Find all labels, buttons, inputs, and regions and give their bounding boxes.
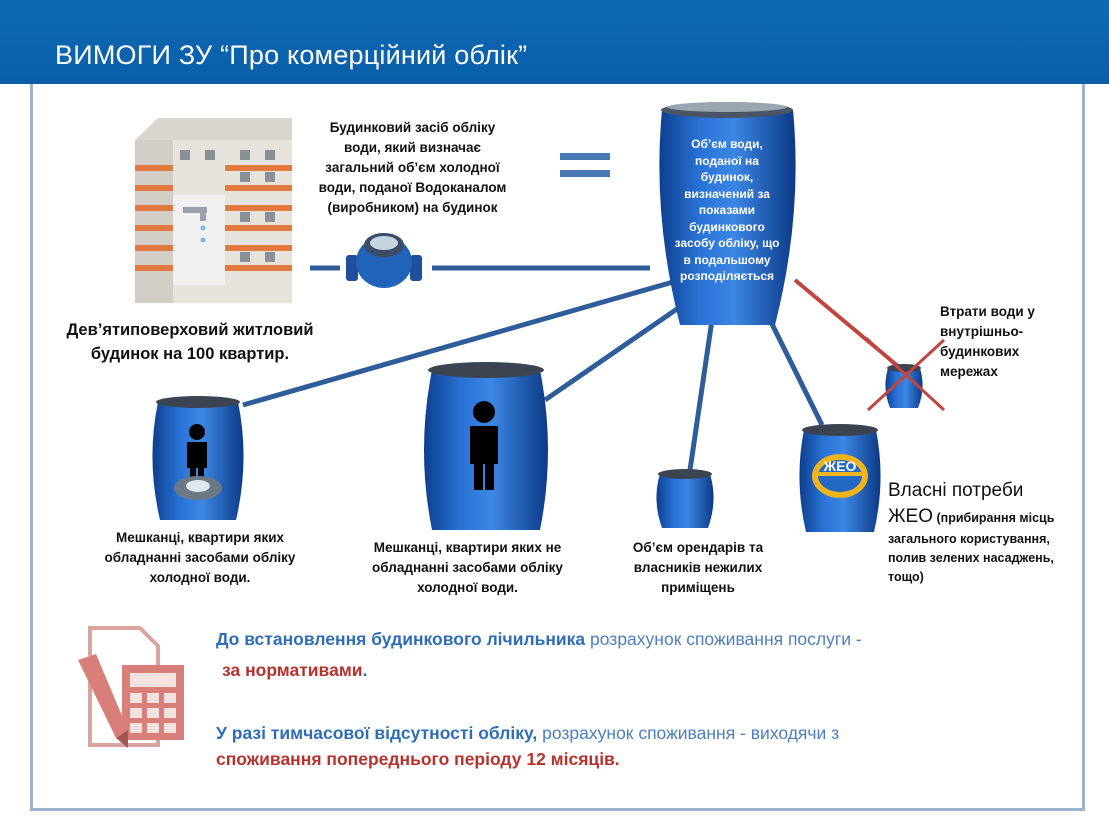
metered-caption-line: Мешканці, квартири яких	[115, 530, 285, 545]
line-to-nonresidential	[687, 319, 715, 471]
paragraph-no-meter: У разі тимчасової відсутності обліку, ро…	[216, 720, 1056, 772]
nonresidential-barrel-icon	[656, 469, 714, 528]
paragraph-line: До встановлення будинкового лічильника р…	[216, 626, 1036, 652]
jeo-caption-rest: (прибирання місць	[936, 511, 1055, 525]
big-barrel-text-line: Об’єм води,	[691, 137, 763, 151]
jeo-logo-text: ЖЕО	[823, 458, 857, 474]
nonresidential-caption-line: власників нежилих	[633, 560, 763, 575]
person-icon	[473, 401, 495, 423]
paragraph-line: У разі тимчасової відсутності обліку, ро…	[216, 720, 1056, 746]
paragraph-before-meter: До встановлення будинкового лічильника р…	[216, 626, 1036, 683]
paragraph-end: .	[362, 660, 368, 680]
highlight-red: споживання попереднього періоду 12 місяц…	[216, 749, 620, 769]
unmetered-barrel-icon	[424, 362, 548, 530]
pen-icon	[78, 654, 128, 738]
unmetered-caption: Мешканці, квартири яких не обладнанні за…	[345, 538, 590, 598]
person-icon	[189, 424, 205, 440]
paragraph-line: за нормативами.	[216, 657, 1036, 683]
meter-caption-line: води, який визначає	[344, 140, 481, 155]
page-title: ВИМОГИ ЗУ “Про комерційний облік”	[55, 40, 528, 70]
building-caption: Дев’ятиповерховий житловий будинок на 10…	[45, 318, 335, 366]
highlight-blue: У разі тимчасової відсутності обліку,	[216, 723, 538, 743]
metered-caption-line: холодної води.	[149, 570, 251, 585]
unmetered-caption-line: холодної води.	[417, 580, 518, 595]
losses-caption-line: будинкових	[940, 344, 1020, 359]
metered-barrel-icon	[152, 396, 244, 520]
unmetered-caption-line: обладнанні засобами обліку	[372, 560, 563, 575]
metered-caption-line: обладнанні засобами обліку	[104, 550, 296, 565]
meter-caption-line: загальний об’єм холодної	[325, 160, 500, 175]
paragraph-text: розрахунок споживання - виходячи з	[537, 723, 840, 743]
jeo-caption: Власні потреби ЖЕО (прибирання місць заг…	[888, 478, 1073, 587]
building-icon	[135, 118, 292, 303]
faucet-icon	[183, 207, 207, 213]
losses-caption-line: мережах	[940, 364, 998, 379]
jeo-caption-line: тощо)	[888, 570, 924, 584]
big-barrel-text: Об’єм води, поданої на будинок, визначен…	[672, 136, 782, 285]
big-barrel-text-line: засобу обліку, що	[674, 236, 780, 250]
building-caption-line: будинок на 100 квартир.	[90, 345, 290, 363]
paragraph-text: розрахунок споживання послуги -	[585, 629, 862, 649]
nonresidential-caption-line: приміщень	[661, 580, 735, 595]
line-to-metered	[242, 277, 681, 408]
line-to-jeo	[767, 318, 825, 427]
jeo-caption-line: загального користування,	[888, 532, 1050, 546]
water-meter-icon	[346, 233, 422, 288]
content-frame	[30, 84, 1085, 811]
equals-icon	[560, 153, 610, 177]
losses-caption-line: Втрати води у	[940, 304, 1035, 319]
losses-barrel-icon	[864, 336, 946, 412]
highlight-blue: До встановлення будинкового лічильника	[216, 629, 586, 649]
highlight-red: за нормативами	[222, 660, 363, 680]
header-bar: ВИМОГИ ЗУ “Про комерційний облік”	[0, 0, 1109, 84]
losses-caption: Втрати води у внутрішньо- будинкових мер…	[940, 302, 1080, 382]
line-to-unmetered	[543, 297, 692, 403]
big-barrel-text-line: поданої на	[695, 153, 759, 168]
metered-caption: Мешканці, квартири яких обладнанні засоб…	[80, 528, 320, 588]
jeo-caption-word: ЖЕО	[888, 506, 933, 527]
meter-caption-line: Будинковий засіб обліку	[329, 120, 496, 135]
big-barrel-text-line: в подальшому	[683, 252, 771, 267]
losses-caption-line: внутрішньо-	[940, 324, 1024, 339]
big-barrel-text-line: будинок,	[700, 170, 754, 184]
meter-caption: Будинковий засіб обліку води, який визна…	[300, 118, 525, 218]
big-barrel-text-line: будинкового	[689, 219, 765, 234]
calculator-icon	[78, 626, 184, 748]
paragraph-line: споживання попереднього періоду 12 місяц…	[216, 746, 1056, 772]
big-barrel-text-line: показами	[698, 203, 756, 217]
jeo-caption-line: ЖЕО (прибирання місць	[888, 504, 1073, 530]
building-caption-line: Дев’ятиповерховий житловий	[66, 321, 314, 339]
unmetered-caption-line: Мешканці, квартири яких не	[373, 540, 562, 555]
nonresidential-caption: Об’єм орендарів та власників нежилих при…	[608, 538, 788, 598]
jeo-caption-title: Власні потреби	[888, 480, 1024, 501]
jeo-barrel-icon: ЖЕО	[799, 424, 881, 532]
nonresidential-caption-line: Об’єм орендарів та	[632, 540, 764, 555]
big-barrel-text-line: визначений за	[684, 186, 770, 201]
big-barrel-icon	[659, 102, 796, 325]
jeo-caption-line: полив зелених насаджень,	[888, 551, 1054, 565]
big-barrel-text-line: розподіляється	[679, 269, 775, 283]
meter-caption-line: води, поданої Водоканалом	[318, 180, 507, 195]
meter-caption-line: (виробником) на будинок	[327, 200, 498, 215]
